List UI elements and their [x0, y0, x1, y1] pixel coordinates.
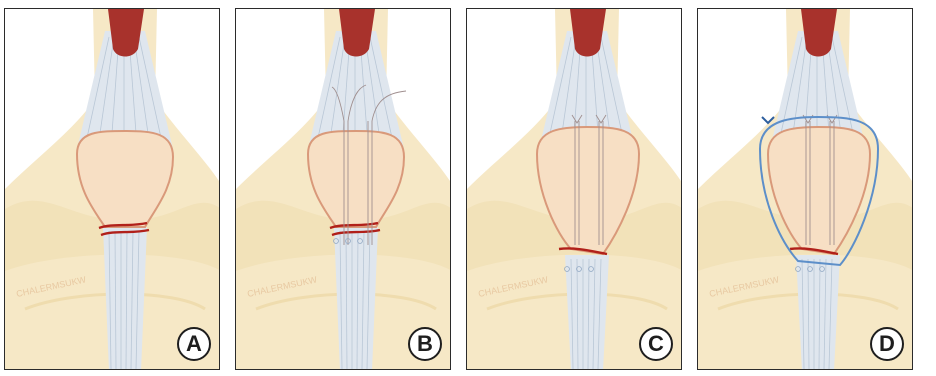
- panel-b: CHALERMSUKW B: [235, 8, 451, 370]
- panel-label-b: B: [408, 327, 442, 361]
- panel-c: CHALERMSUKW C: [466, 8, 682, 370]
- panel-a: CHALERMSUKW A: [4, 8, 220, 370]
- illustration-b: CHALERMSUKW: [236, 9, 451, 370]
- panel-label-d: D: [870, 327, 904, 361]
- illustration-a: CHALERMSUKW: [5, 9, 220, 370]
- panel-d: CHALERMSUKW D: [697, 8, 913, 370]
- illustration-d: CHALERMSUKW: [698, 9, 913, 370]
- illustration-c: CHALERMSUKW: [467, 9, 682, 370]
- panel-label-a: A: [177, 327, 211, 361]
- panel-label-c: C: [639, 327, 673, 361]
